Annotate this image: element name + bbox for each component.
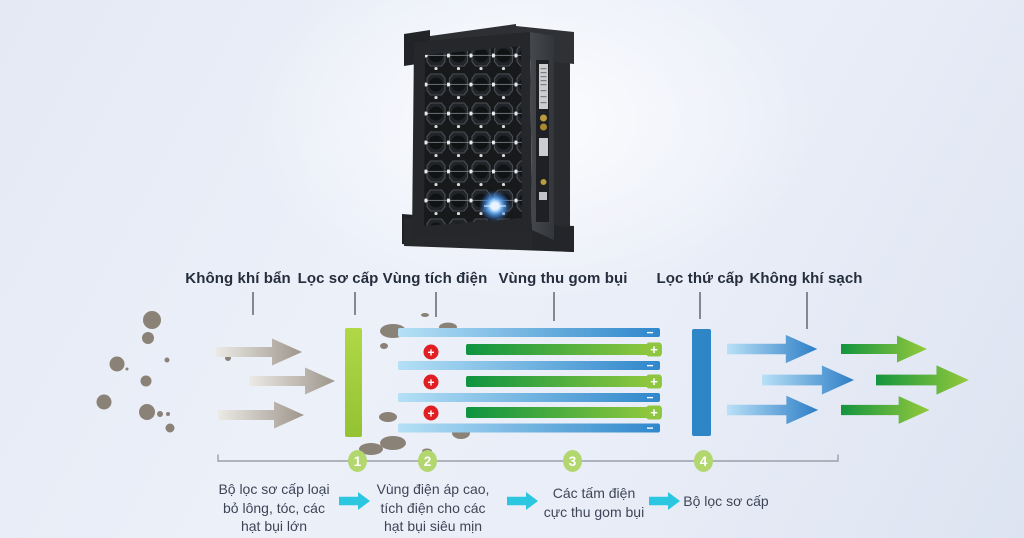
step-text-4: Bộ lọc sơ cấp (683, 493, 769, 509)
step-text-3: Các tấm điện cực thu gom bụi (543, 485, 645, 520)
steps-bracket-line (217, 454, 839, 462)
minus-symbol: − (646, 326, 653, 340)
device-body (402, 24, 574, 252)
plus-symbol: + (427, 345, 434, 359)
step-badge-2: 2 (418, 450, 437, 472)
device-grille (424, 46, 522, 226)
clean-air-arrows-green (841, 335, 969, 424)
plus-symbol: + (427, 375, 434, 389)
zone-label-secondary-filter: Lọc thứ cấp (656, 270, 744, 287)
plus-symbol: + (650, 374, 658, 389)
plus-symbol: + (650, 405, 658, 420)
device-label-sticker (539, 138, 548, 156)
device-gold-badge (540, 114, 547, 122)
minus-symbol: − (646, 421, 653, 435)
minus-symbol: − (646, 391, 653, 405)
collector-plates: − − − − + + + (398, 326, 662, 435)
zone-label-charging-zone: Vùng tích điện (382, 270, 488, 287)
zone-label-dirty-air: Không khí bẩn (185, 270, 291, 287)
clean-air-arrows-blue (727, 334, 855, 425)
step-badge-1: 1 (348, 450, 367, 472)
zone-label-dust-collect: Vùng thu gom bụi (498, 270, 628, 287)
plus-symbol: + (650, 342, 658, 357)
step-badge-4: 4 (694, 450, 713, 472)
primary-filter-bar (345, 328, 362, 437)
step-text-2: Vùng điện áp cao, tích điện cho các hạt … (376, 481, 490, 534)
zone-label-primary-filter: Lọc sơ cấp (297, 270, 379, 287)
step-badge-3: 3 (563, 450, 582, 472)
dirty-air-arrows (216, 338, 335, 429)
zone-label-clean-air: Không khí sạch (749, 270, 863, 287)
minus-symbol: − (646, 359, 653, 373)
zone-ticks (252, 292, 808, 329)
plus-symbol: + (427, 406, 434, 420)
device-label-sticker (539, 64, 548, 109)
step-text-1: Bộ lọc sơ cấp loại bỏ lông, tóc, các hạt… (218, 481, 330, 534)
filter-device-photo (402, 24, 574, 252)
secondary-filter-bar (692, 329, 711, 436)
ionizer-charge-badges: + + + (423, 344, 439, 421)
